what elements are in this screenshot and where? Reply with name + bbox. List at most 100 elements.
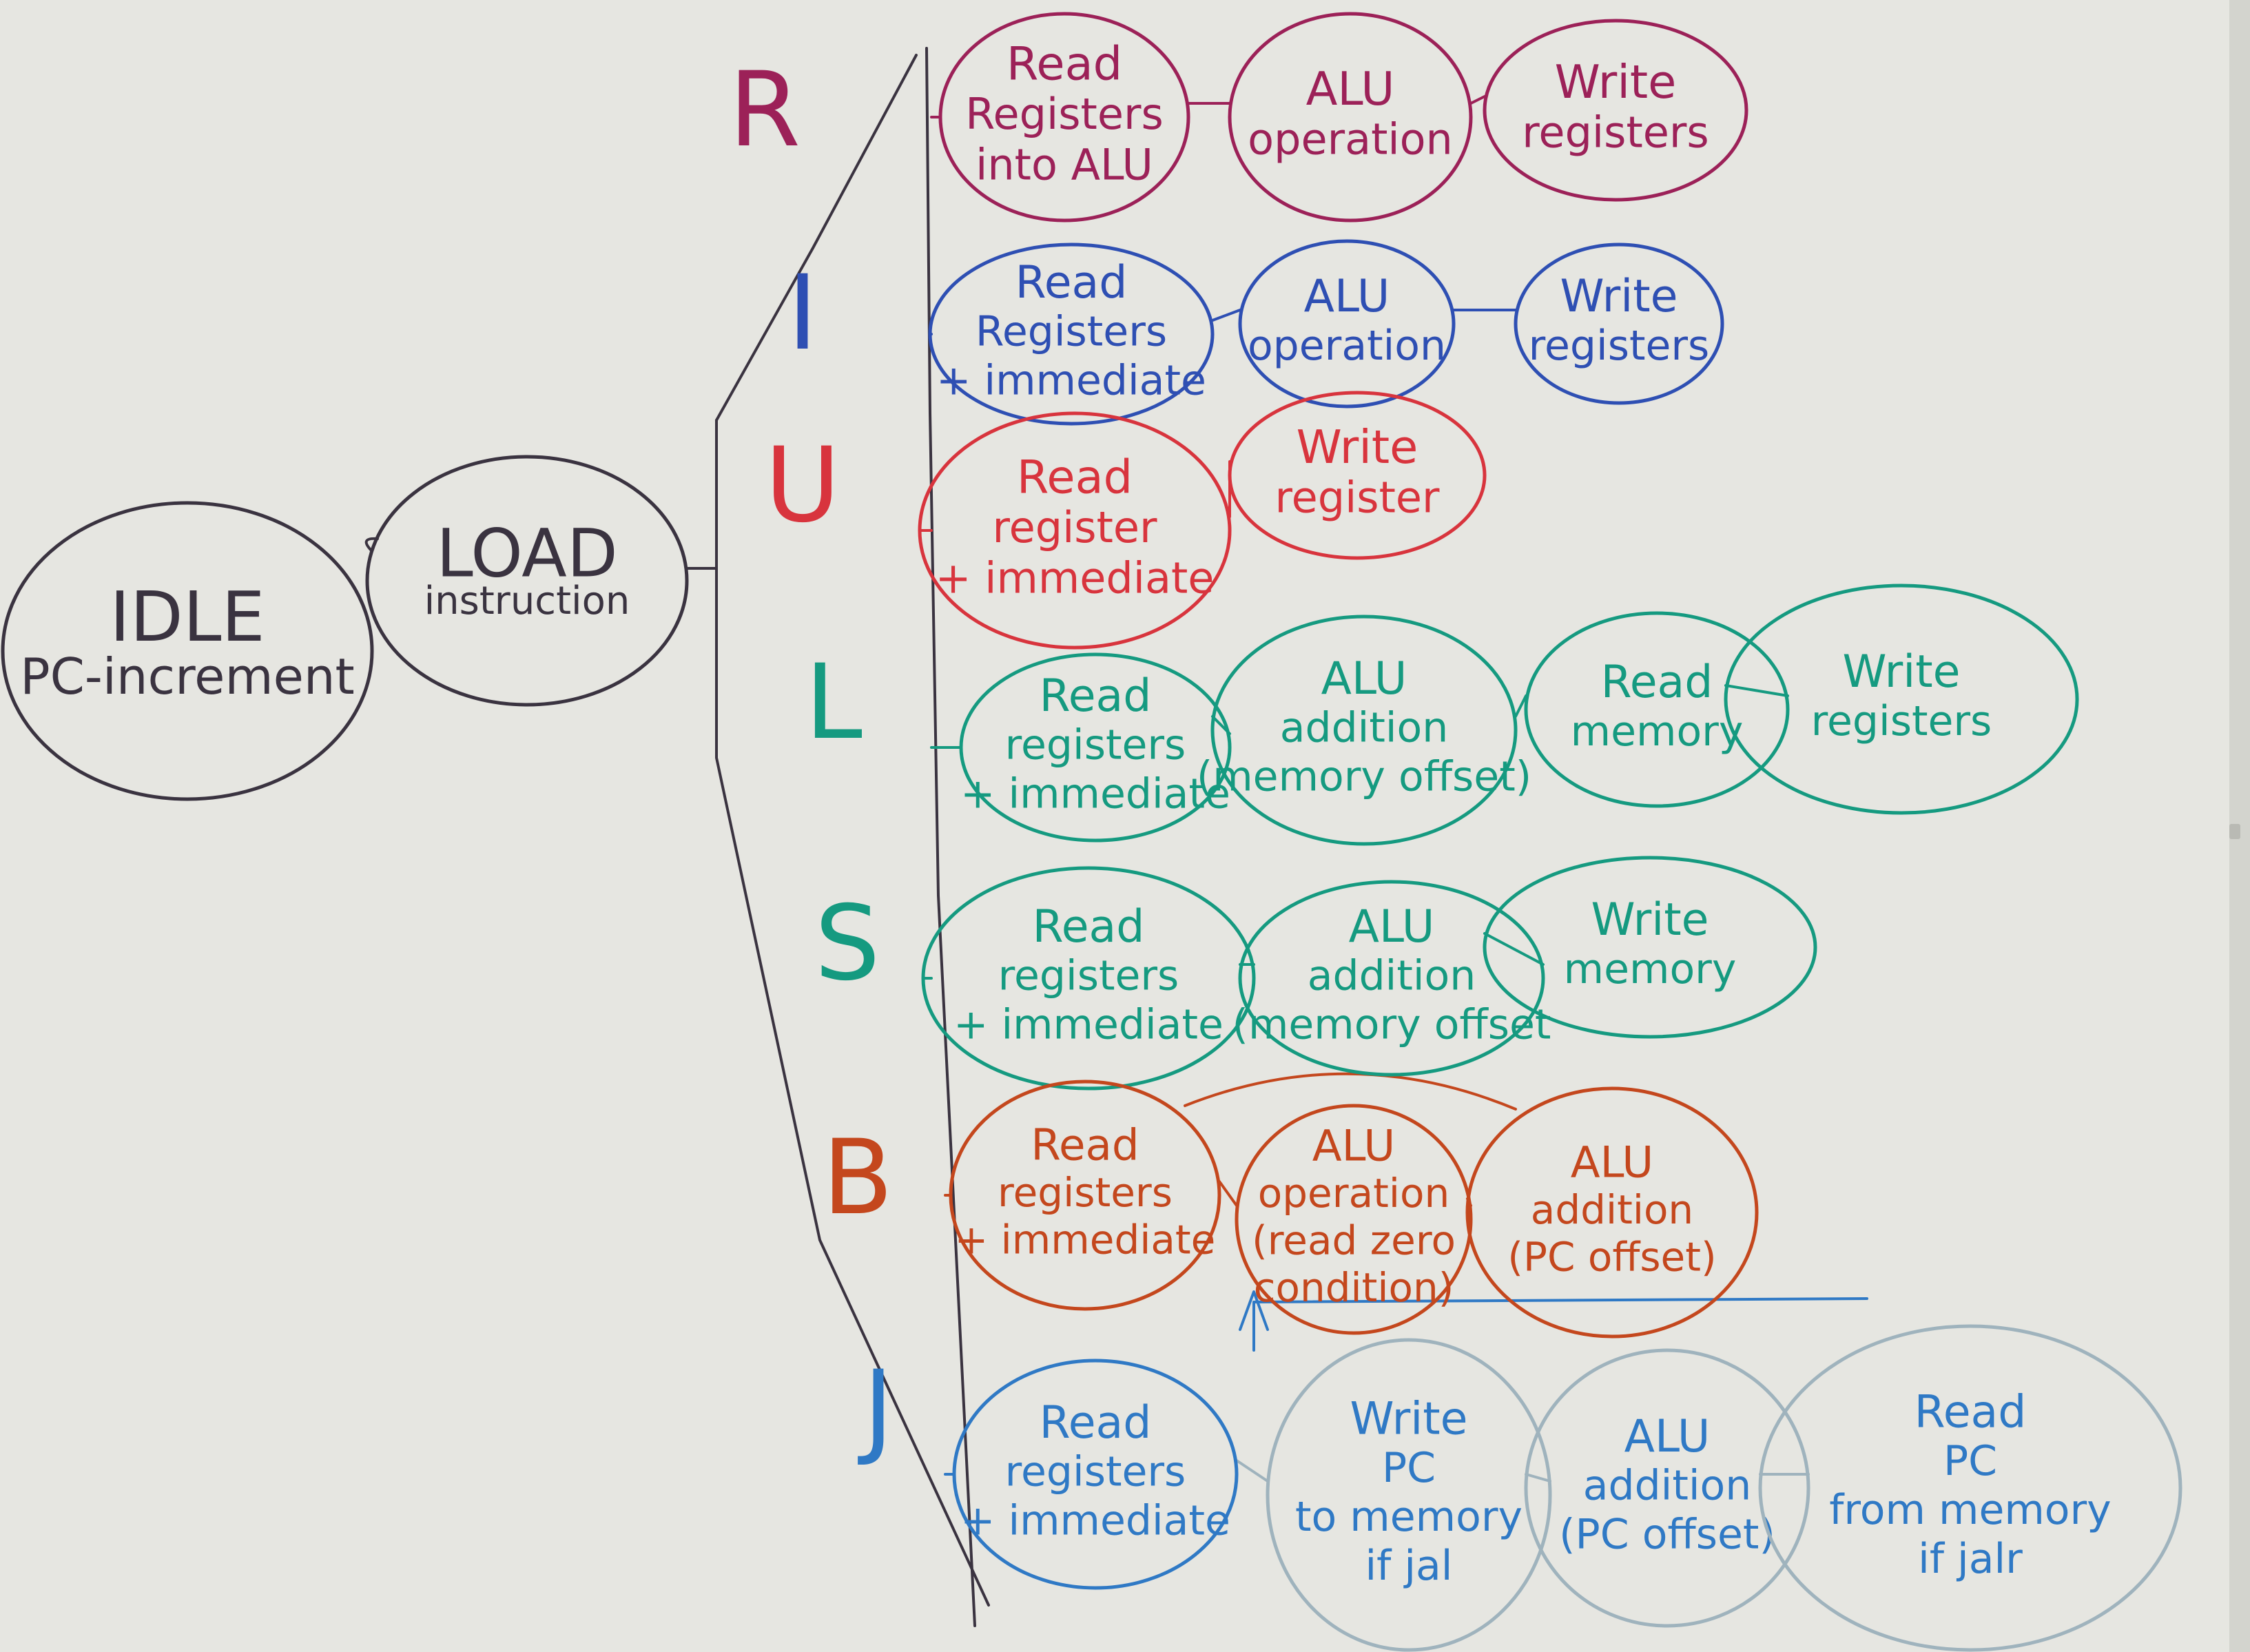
node-B-3-outline <box>1465 1086 1759 1339</box>
node-I-1-text-2: + immediate <box>936 356 1206 404</box>
node-U-1-text-1: register <box>992 502 1157 553</box>
node-S-1-text-2: + immediate <box>953 1000 1224 1049</box>
node-I-1-text-1: Registers <box>976 308 1167 356</box>
node-B-3-text-1: addition <box>1531 1186 1693 1233</box>
connector-lines <box>364 47 1868 1627</box>
node-B-2-text-0: ALU <box>1312 1120 1395 1170</box>
idle-load-link <box>364 537 379 553</box>
node-S-2-text-1: addition <box>1308 952 1476 1000</box>
node-J-3-outline <box>1524 1348 1810 1628</box>
node-I-1-outline <box>928 242 1215 426</box>
node-J-4-text-0: Read <box>1914 1386 2027 1438</box>
row-label-U: U <box>765 426 840 546</box>
node-J-3-text-1: addition <box>1583 1462 1752 1510</box>
idle-node-text-1: PC-increment <box>20 648 355 705</box>
node-S-3-text-1: memory <box>1564 945 1737 993</box>
node-J-4-text-2: from memory <box>1829 1486 2111 1534</box>
node-I-1-text-0: Read <box>1015 257 1128 309</box>
node-J-4-text-1: PC <box>1943 1437 1997 1485</box>
link-R-2 <box>1469 95 1486 105</box>
node-B-1-text-2: + immediate <box>955 1217 1216 1263</box>
node-L-4-text-0: Write <box>1842 646 1960 698</box>
node-J-3-text-0: ALU <box>1624 1411 1711 1463</box>
node-B-3-text-0: ALU <box>1571 1137 1653 1188</box>
node-L-2-outline <box>1210 615 1518 846</box>
link-J-1 <box>1235 1459 1269 1483</box>
node-L-1-outline <box>959 652 1232 843</box>
node-R-3-text-0: Write <box>1555 55 1677 109</box>
node-J-2-text-1: PC <box>1382 1444 1436 1492</box>
state-nodes: IDLEPC-incrementLOADinstructionReadRegis… <box>1 12 2182 1652</box>
link-S-2 <box>1483 932 1545 966</box>
node-S-1-text-0: Read <box>1033 901 1145 953</box>
node-R-1-text-0: Read <box>1007 37 1122 90</box>
load-node-text-0: LOAD <box>436 515 618 592</box>
row-label-J: J <box>858 1349 894 1469</box>
node-L-3-text-0: Read <box>1601 657 1713 708</box>
node-L-4-outline <box>1724 584 2079 815</box>
node-L-3-outline <box>1524 611 1790 808</box>
node-R-1-outline <box>938 12 1190 223</box>
row-rail <box>925 47 976 1627</box>
node-I-2-text-1: operation <box>1248 322 1446 370</box>
load-node-text-1: instruction <box>424 579 630 623</box>
idle-node-text-0: IDLE <box>110 577 265 657</box>
jump-back-arrow <box>1239 1290 1868 1352</box>
node-J-2-text-3: if jal <box>1365 1542 1453 1590</box>
node-B-2-text-3: condition) <box>1254 1264 1454 1311</box>
branch-upper <box>715 54 918 422</box>
node-L-2-text-1: addition <box>1280 704 1449 752</box>
node-S-1-text-1: registers <box>998 952 1179 1000</box>
node-U-2-text-0: Write <box>1297 420 1418 474</box>
node-I-2-outline <box>1238 239 1456 409</box>
link-L-2 <box>1514 694 1527 718</box>
node-U-1-text-2: + immediate <box>936 553 1215 603</box>
node-L-2-text-2: (memory offset) <box>1197 752 1531 801</box>
node-L-1-text-2: + immediate <box>960 770 1230 818</box>
node-B-1-text-1: registers <box>998 1169 1173 1216</box>
node-I-3-text-1: registers <box>1529 322 1710 370</box>
node-J-1-outline <box>952 1359 1239 1590</box>
node-L-4-text-1: registers <box>1811 697 1992 745</box>
node-J-1-text-0: Read <box>1040 1397 1152 1449</box>
node-B-2-text-2: (read zero <box>1252 1217 1456 1263</box>
node-J-1-text-1: registers <box>1005 1448 1186 1496</box>
node-L-1-text-1: registers <box>1005 721 1186 770</box>
node-B-1-outline <box>949 1080 1221 1311</box>
node-R-1-text-1: Registers <box>965 89 1164 139</box>
link-B-1 <box>1218 1180 1238 1207</box>
board-clip <box>2229 824 2240 839</box>
node-J-2-outline <box>1266 1338 1552 1652</box>
load-node-outline <box>365 455 689 707</box>
node-J-4-text-3: if jalr <box>1918 1535 2023 1583</box>
node-U-1-text-0: Read <box>1017 450 1133 504</box>
node-B-2-outline <box>1235 1104 1473 1335</box>
node-S-3-outline <box>1483 856 1817 1039</box>
node-U-2-outline <box>1228 391 1487 560</box>
node-L-1-text-0: Read <box>1040 670 1152 722</box>
node-I-2-text-0: ALU <box>1304 271 1390 322</box>
row-label-L: L <box>805 643 863 763</box>
node-I-3-text-0: Write <box>1560 271 1678 322</box>
node-B-2-text-1: operation <box>1258 1170 1449 1217</box>
idle-node-outline <box>1 501 374 801</box>
link-L-3 <box>1724 684 1789 697</box>
node-R-3-text-1: registers <box>1522 107 1709 158</box>
node-R-1-text-2: into ALU <box>976 139 1153 189</box>
node-J-1-text-2: + immediate <box>960 1496 1230 1545</box>
